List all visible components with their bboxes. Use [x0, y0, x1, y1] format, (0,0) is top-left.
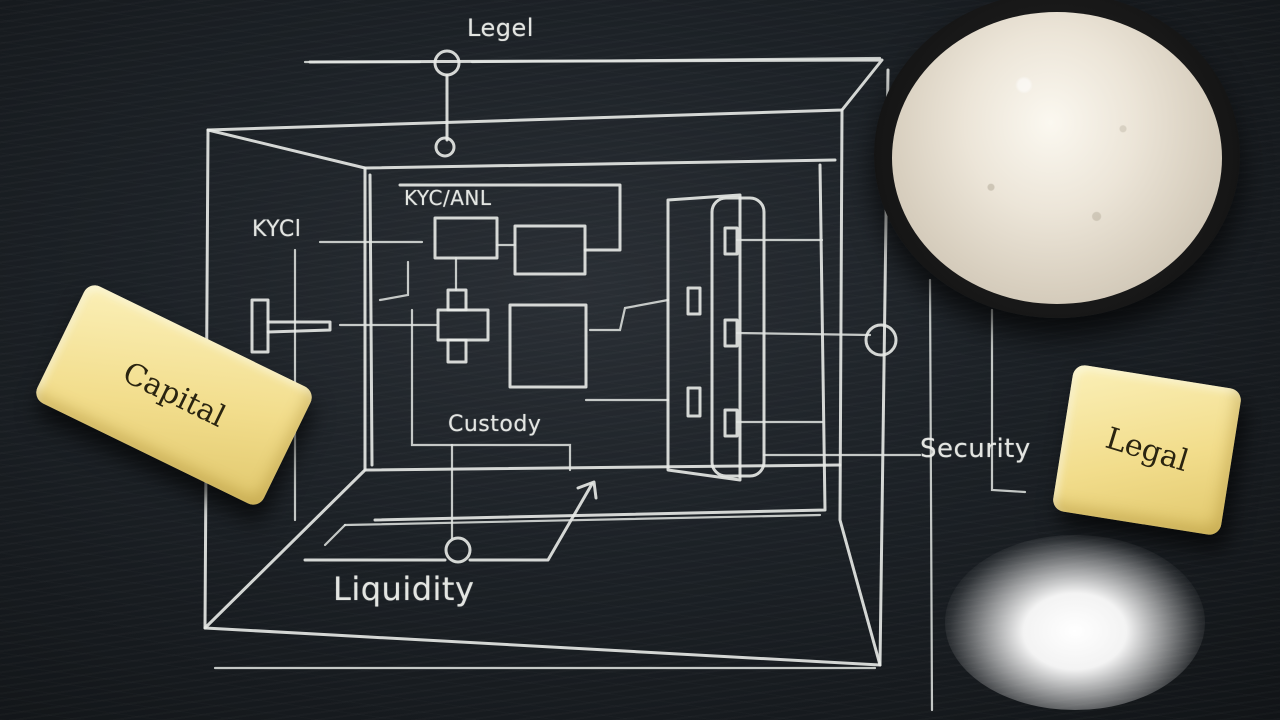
label-legal-top: Legel	[467, 14, 534, 42]
custody-liquidity-connector	[303, 308, 822, 564]
outer-frame	[203, 58, 890, 670]
label-custody: Custody	[448, 412, 542, 437]
label-liquidity: Liquidity	[333, 570, 475, 608]
processing-box	[508, 298, 670, 402]
kyc-input	[250, 298, 438, 354]
legal-block-label: Legal	[1101, 420, 1193, 480]
vertical-bus	[666, 193, 922, 482]
label-kyc-aml: KYC/ANL	[404, 186, 492, 210]
legal-block: Legal	[1051, 363, 1243, 537]
kyc-aml-module	[318, 183, 622, 364]
inner-frame	[363, 158, 837, 522]
label-security: Security	[920, 434, 1031, 464]
right-guides	[928, 278, 1027, 712]
legal-connector	[303, 49, 882, 158]
salt-pile	[945, 535, 1205, 710]
flour-pile	[892, 12, 1222, 304]
label-kyc-left: KYCl	[252, 217, 302, 242]
